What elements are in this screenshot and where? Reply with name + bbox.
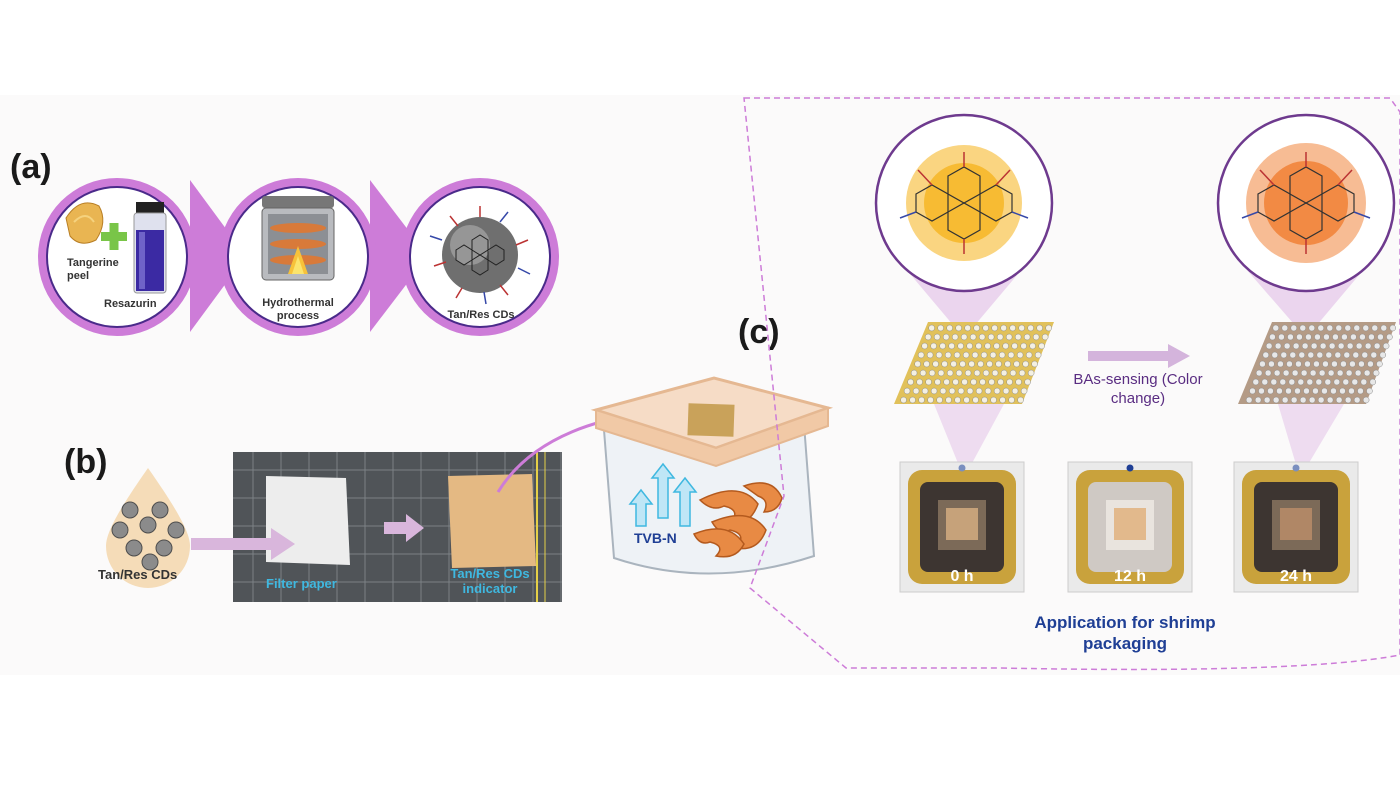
vial-icon bbox=[133, 202, 167, 294]
label-source-cds: Tan/Res CDs bbox=[98, 567, 178, 582]
panel-label-a: (a) bbox=[10, 148, 52, 186]
arrow-icon bbox=[191, 528, 295, 560]
label-bas-sensing: BAs-sensing (Color change) bbox=[1073, 371, 1203, 407]
package-photo-2 bbox=[1067, 461, 1193, 593]
carbon-dot-icon bbox=[429, 206, 531, 305]
shrimp-icon bbox=[692, 482, 783, 558]
panel-label-c: (c) bbox=[738, 313, 780, 351]
plus-icon bbox=[101, 223, 127, 250]
tangerine-peel-icon bbox=[65, 202, 104, 244]
callout-cone-lower-0h bbox=[934, 404, 1004, 478]
label-application: Application for shrimp packaging bbox=[1034, 613, 1216, 653]
time-label-2: 12 h bbox=[1113, 568, 1146, 585]
callout-cone-lower-24h bbox=[1278, 404, 1344, 478]
package-photo-1 bbox=[899, 461, 1025, 593]
label-product-cds: Tan/Res CDs bbox=[447, 309, 515, 321]
label-resazurin: Resazurin bbox=[104, 298, 157, 310]
label-tvbn: TVB-N bbox=[634, 530, 677, 546]
arrow-icon bbox=[1088, 344, 1190, 368]
label-filter-paper: Filter paper bbox=[266, 576, 337, 591]
label-indicator: Tan/Res CDs indicator bbox=[450, 566, 530, 596]
autoclave-icon bbox=[261, 196, 335, 281]
arrow-icon bbox=[370, 180, 428, 332]
arrow-icon bbox=[384, 514, 424, 542]
label-tangerine-peel: Tangerine peel bbox=[67, 257, 119, 282]
arrow-icon bbox=[190, 180, 246, 332]
panel-label-b: (b) bbox=[64, 443, 108, 481]
indicator-paper bbox=[448, 474, 536, 568]
time-label-1: 0 h bbox=[950, 568, 974, 585]
label-hydrothermal-process: Hydrothermal process bbox=[262, 297, 334, 322]
molecule-icon bbox=[1216, 113, 1396, 293]
droplet-icon bbox=[106, 468, 190, 588]
time-label-3: 24 h bbox=[1279, 568, 1312, 585]
package-photo-3 bbox=[1233, 461, 1359, 593]
sensor-array-icon bbox=[1238, 322, 1397, 404]
molecule-icon bbox=[874, 113, 1054, 293]
gas-arrows-icon bbox=[628, 462, 698, 527]
sensor-array-icon bbox=[894, 322, 1054, 404]
